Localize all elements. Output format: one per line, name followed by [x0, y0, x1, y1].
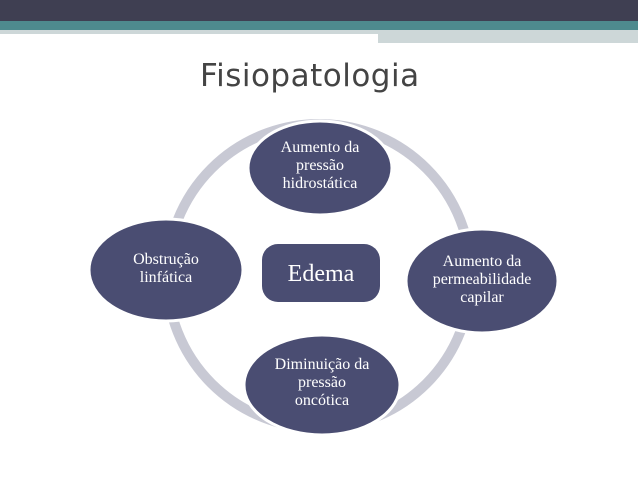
- node-top-line-3: hidrostática: [283, 175, 358, 192]
- header-bar-teal: [0, 21, 638, 30]
- header-accent-block: [378, 30, 638, 43]
- node-left-line-2: linfática: [140, 269, 192, 286]
- node-bottom: Diminuição da pressão oncótica: [242, 333, 402, 437]
- node-bottom-line-2: pressão: [298, 374, 346, 391]
- node-right-line-1: Aumento da: [443, 253, 522, 270]
- header-accent-teal: [378, 21, 638, 30]
- center-label: Edema: [288, 261, 355, 287]
- header-bar-dark: [0, 0, 638, 21]
- node-bottom-line-1: Diminuição da: [275, 356, 370, 373]
- node-top-line-2: pressão: [296, 157, 344, 174]
- page-title: Fisiopatologia: [200, 58, 420, 94]
- node-left-line-1: Obstrução: [133, 251, 199, 268]
- node-left: Obstrução linfática: [87, 217, 245, 323]
- node-bottom-line-3: oncótica: [295, 392, 349, 409]
- node-right-line-3: capilar: [460, 289, 504, 306]
- center-node: Edema: [262, 244, 380, 302]
- node-right-line-2: permeabilidade: [433, 271, 532, 288]
- node-top-line-1: Aumento da: [281, 139, 360, 156]
- header-bar-light: [0, 30, 638, 34]
- node-right: Aumento da permeabilidade capilar: [404, 227, 560, 335]
- node-top: Aumento da pressão hidrostática: [246, 119, 394, 217]
